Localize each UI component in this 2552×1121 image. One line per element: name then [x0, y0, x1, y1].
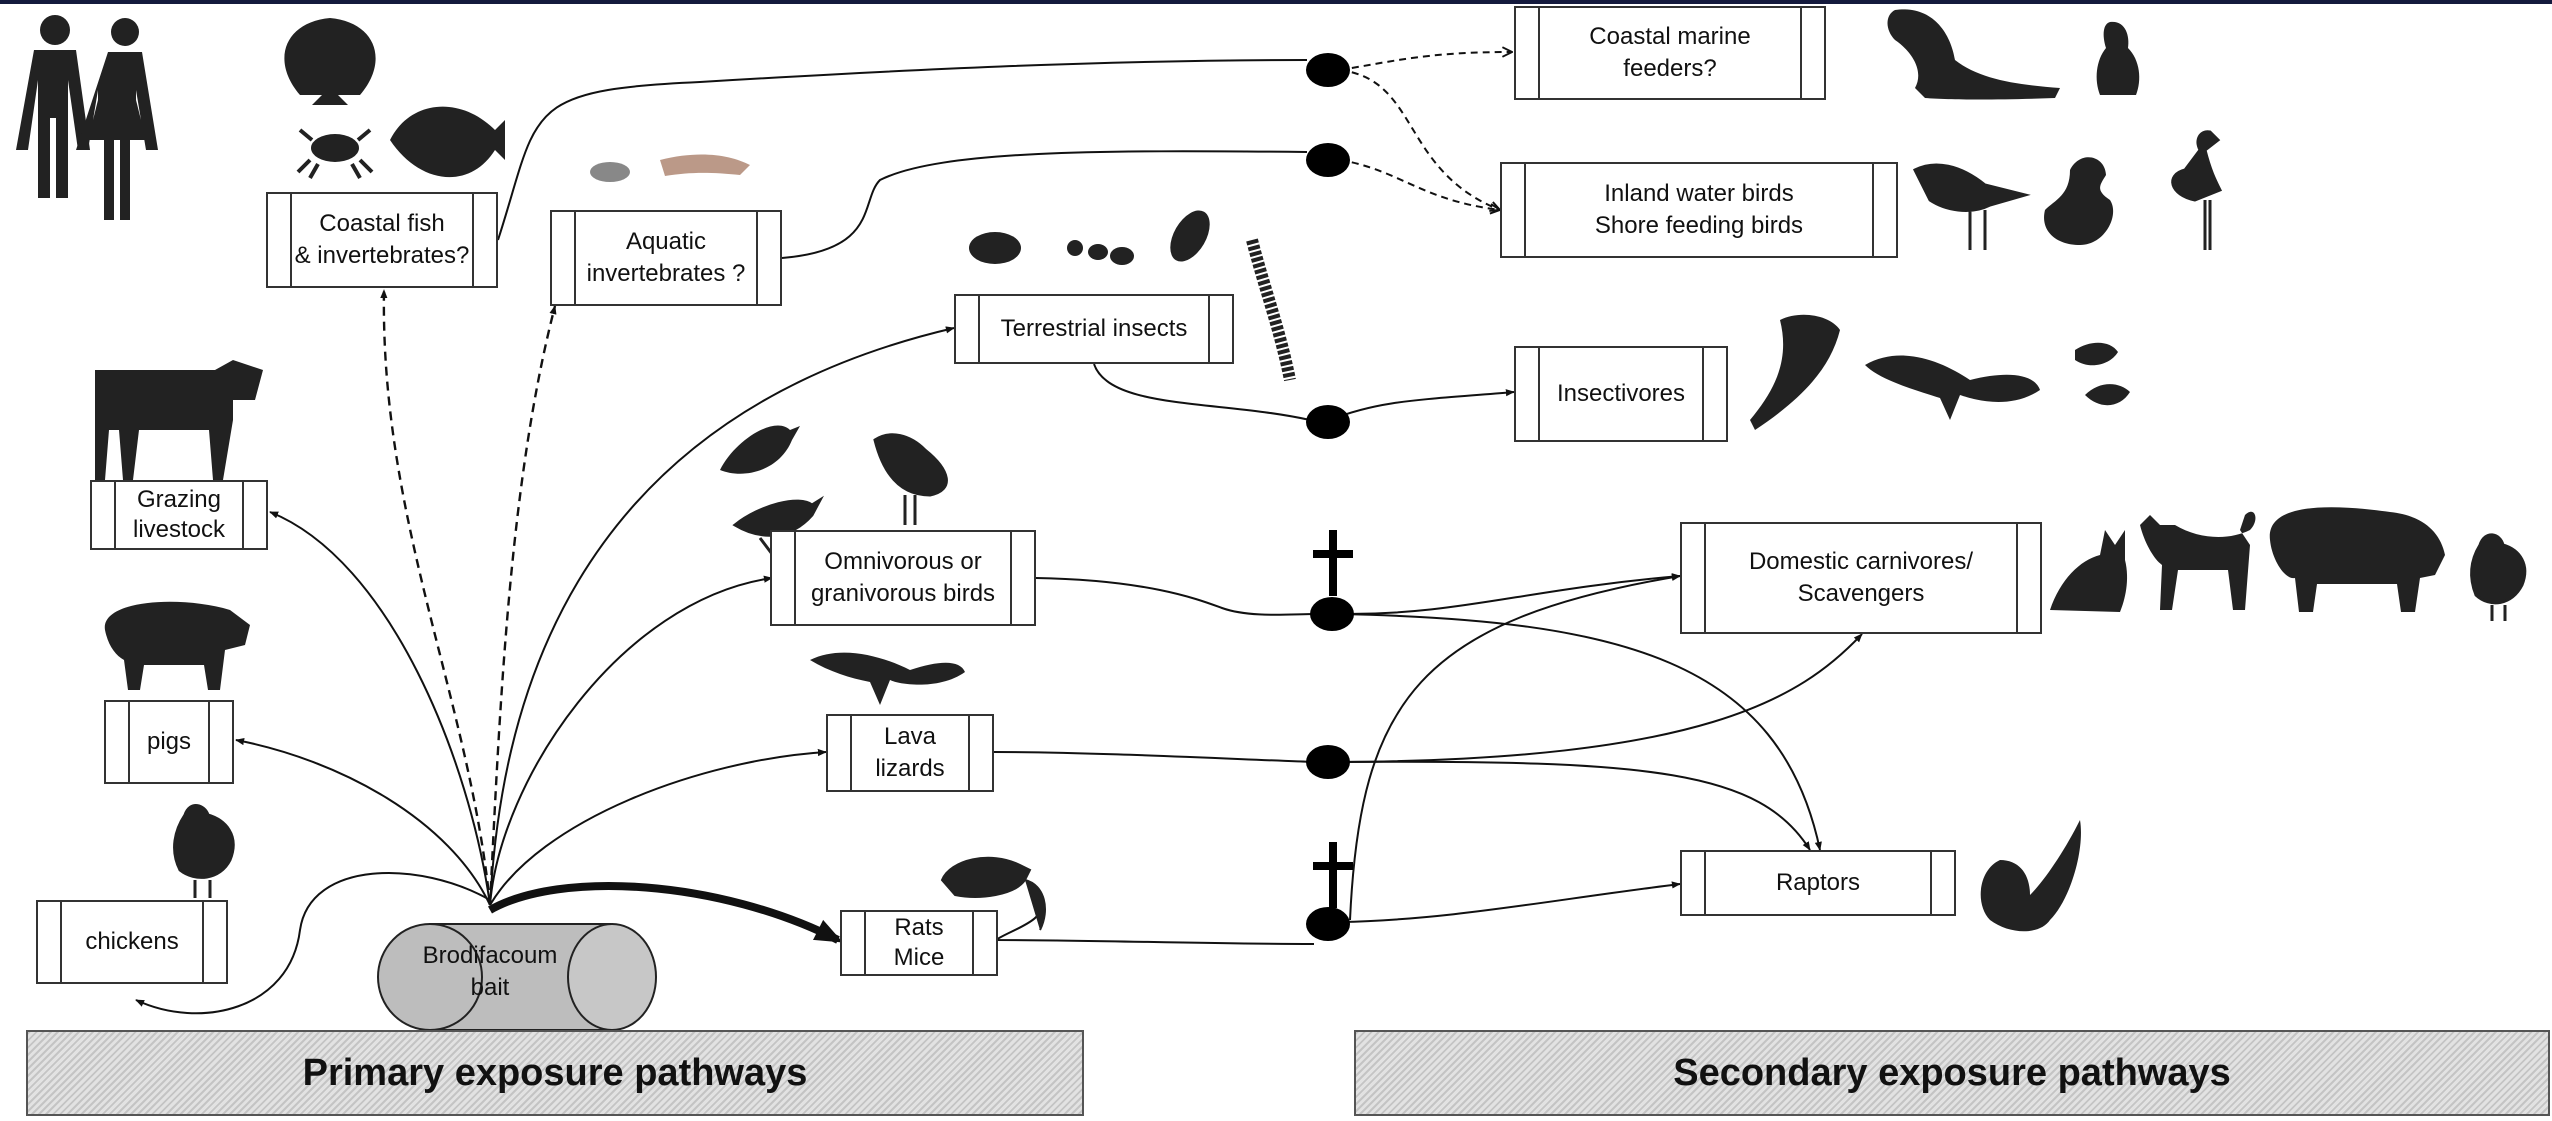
arrow-bait-to-lizards [489, 748, 827, 906]
sea-lion-icon [1887, 9, 2060, 100]
insectivores-label: Insectivores [1556, 380, 1686, 407]
angelfish-icon [390, 106, 505, 178]
finch-icon [2075, 342, 2130, 406]
coastal-marine-feeders-box: Coastal marine feeders? [1514, 6, 1826, 100]
arrow-bait-to-livestock [269, 511, 491, 906]
omnivorous-birds-box: Omnivorous or granivorous birds [770, 530, 1036, 626]
grazing-livestock-box: Grazing livestock [90, 480, 268, 550]
dashed-link-to-water-birds-b [1339, 159, 1500, 210]
aquatic-invertebrates-label: Aquatic invertebrates ? [586, 228, 746, 287]
penguin-icon [2096, 21, 2140, 95]
domestic-carnivores-box: Domestic carnivores/ Scavengers [1680, 522, 2042, 634]
inland-water-birds-label: Inland water birds Shore feeding birds [1594, 180, 1804, 239]
top-bar [0, 0, 2552, 4]
pigs-box: pigs [104, 700, 234, 784]
raptors-box: Raptors [1680, 850, 1956, 916]
arrow-bait-to-omnivorous-birds [489, 575, 773, 906]
link-node-to-domestic-from-birds [1339, 573, 1681, 616]
small-fish-icon [590, 162, 630, 182]
node-dot-icon [1306, 405, 1350, 439]
lava-lizards-box: Lava lizards [826, 714, 994, 792]
crab-icon [296, 128, 374, 179]
inland-water-birds-box: Inland water birds Shore feeding birds [1500, 162, 1898, 258]
secondary-pathways-label: Secondary exposure pathways [1673, 1051, 2231, 1094]
arrow-bait-to-pigs [235, 737, 491, 906]
chickens-box: chickens [36, 900, 228, 984]
chickens-label: chickens [85, 928, 179, 955]
link-coastal-fish-to-node [497, 59, 1308, 241]
bait-cylinder [377, 923, 657, 1031]
node-dot-icon [1306, 745, 1350, 779]
primary-pathways-label: Primary exposure pathways [302, 1051, 808, 1094]
dog-icon [2140, 511, 2256, 610]
link-insects-to-node [1093, 363, 1311, 421]
grazing-livestock-label: Grazing livestock [132, 486, 226, 543]
cross-icon [1313, 842, 1353, 908]
dashed-arrow-bait-to-coastal-fish [380, 289, 492, 906]
lava-lizards-label: Lava lizards [875, 723, 945, 782]
dashed-link-to-water-birds-a [1339, 69, 1500, 210]
aquatic-invertebrates-box: Aquatic invertebrates ? [550, 210, 782, 306]
link-node-to-insectivores [1329, 389, 1515, 421]
flamingo-icon [2171, 130, 2223, 250]
node-dot-icon [1306, 143, 1350, 177]
terrestrial-insects-box: Terrestrial insects [954, 294, 1234, 364]
pig-icon [104, 601, 250, 690]
secondary-pathways-banner: Secondary exposure pathways [1354, 1030, 2550, 1116]
cross-icon [1313, 530, 1353, 596]
mockingbird-icon [1750, 314, 1840, 430]
raptors-label: Raptors [1775, 869, 1861, 896]
insectivores-box: Insectivores [1514, 346, 1728, 442]
chicken-icon [173, 804, 235, 898]
domestic-carnivores-label: Domestic carnivores/ Scavengers [1748, 548, 1974, 607]
coastal-fish-label: Coastal fish & invertebrates? [294, 210, 470, 269]
cat-icon [2050, 530, 2128, 612]
node-dot-icon [1306, 907, 1350, 941]
chicken-icon [2470, 533, 2527, 621]
link-node-to-domestic-from-rats [1349, 573, 1681, 921]
owl-icon [1980, 820, 2081, 932]
link-omnivorous-to-node [1035, 577, 1316, 616]
shrimp-icon [660, 154, 750, 176]
lizard-icon [1865, 355, 2040, 420]
coastal-fish-box: Coastal fish & invertebrates? [266, 192, 498, 288]
scallop-shell-icon [284, 18, 376, 105]
link-lizards-to-node [993, 751, 1317, 763]
node-dot-icon [1310, 597, 1354, 631]
finch-icon [720, 425, 800, 474]
rats-mice-box: Rats Mice [840, 910, 998, 976]
pigs-label: pigs [146, 728, 192, 755]
link-node-to-domestic-from-lizards [1339, 633, 1863, 763]
terrestrial-insects-label: Terrestrial insects [1000, 315, 1188, 342]
primary-pathways-banner: Primary exposure pathways [26, 1030, 1084, 1116]
bait-label: Brodifacoum bait [422, 942, 558, 1001]
link-node-to-raptors-from-lizards [1339, 760, 1811, 851]
exposure-nodes [1306, 53, 1354, 941]
human-silhouettes-icon [16, 15, 158, 220]
dashed-link-to-marine-feeders [1339, 52, 1512, 71]
rat-icon [940, 856, 1046, 931]
pig-icon [2269, 507, 2445, 612]
omnivorous-birds-label: Omnivorous or granivorous birds [810, 548, 996, 607]
cockroach-icon [1170, 210, 1210, 262]
arrow-bait-to-insects [489, 326, 955, 906]
wading-bird-icon [873, 433, 948, 525]
centipede-icon [1246, 238, 1296, 382]
bold-arrow-bait-to-rats [488, 882, 843, 944]
link-aquatic-to-node [781, 150, 1308, 259]
coastal-marine-feeders-label: Coastal marine feeders? [1589, 23, 1751, 82]
wading-bird-icon [1912, 163, 2031, 250]
lizard-icon [810, 652, 965, 705]
ant-icon [1067, 240, 1134, 265]
beetle-icon [969, 232, 1021, 264]
link-node-to-raptors-from-birds [1339, 613, 1822, 851]
arrow-bait-to-chickens [135, 872, 491, 1015]
cow-icon [95, 360, 263, 480]
dashed-arrow-bait-to-aquatic-invertebrates [488, 305, 557, 906]
duck-icon [2044, 157, 2114, 245]
rats-mice-label: Rats Mice [893, 914, 945, 971]
link-node-to-raptors-from-rats [1339, 881, 1681, 923]
node-dot-icon [1306, 53, 1350, 87]
